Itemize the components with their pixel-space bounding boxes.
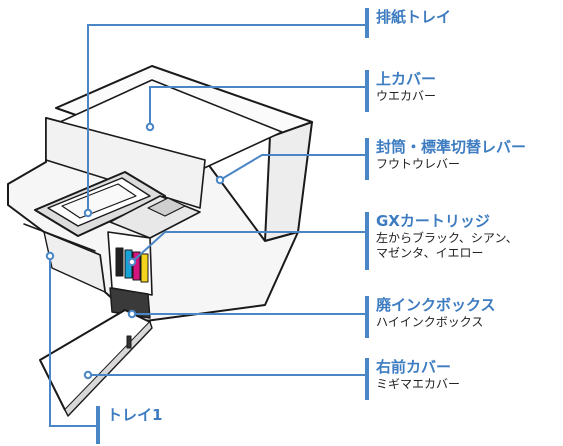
- leader-envelope-lever: [219, 154, 365, 181]
- label-paper-output-tray: 排紙トレイ: [376, 8, 452, 26]
- reading-top-cover: ウエカバー: [376, 89, 437, 103]
- label-tray1: トレイ1: [107, 406, 163, 424]
- dot-right-front-cover: [83, 370, 93, 380]
- dot-waste-ink-box: [127, 309, 137, 319]
- dot-tray1: [45, 251, 55, 261]
- callout-bar: [365, 70, 369, 112]
- cover-latch: [126, 335, 132, 349]
- label-gx-cartridge: GXカートリッジ: [376, 212, 490, 230]
- leader-paper-output-tray: [87, 24, 365, 213]
- control-panel-screen: [147, 197, 186, 217]
- dot-envelope-lever: [215, 175, 225, 185]
- leader-gx-cartridge: [131, 231, 365, 263]
- reading-right-front-cover: ミギマエカバー: [376, 377, 461, 391]
- leader-lines: [45, 24, 365, 427]
- desc-gx-cartridge-line1: 左からブラック、シアン、: [376, 231, 518, 245]
- callout-bar: [365, 358, 369, 400]
- right-front-cover-shape: [39, 309, 151, 411]
- label-right-front-cover: 右前カバー: [376, 358, 452, 376]
- label-top-cover: 上カバー: [376, 70, 437, 88]
- ink-cartridge-black: [115, 247, 124, 277]
- dot-paper-output-tray: [83, 208, 93, 218]
- printer-right-side: [264, 121, 313, 242]
- printer-front-bevel: [45, 117, 206, 209]
- dot-gx-cartridge: [127, 257, 137, 267]
- ink-cartridge-yellow: [140, 253, 149, 283]
- tray-extension-line: [23, 223, 96, 252]
- callout-bar: [365, 138, 369, 180]
- callout-bar: [365, 8, 369, 38]
- printer-illustration: [7, 65, 313, 417]
- reading-envelope-lever: フウトウレバー: [376, 157, 461, 171]
- callout-bar: [365, 296, 369, 338]
- leader-tray1: [49, 256, 96, 427]
- desc-gx-cartridge-line2: マゼンタ、イエロー: [376, 246, 484, 260]
- label-waste-ink-box: 廃インクボックス: [376, 296, 496, 314]
- callout-bar: [96, 406, 100, 444]
- label-envelope-lever: 封筒・標準切替レバー: [376, 138, 527, 156]
- dot-top-cover: [145, 122, 155, 132]
- waste-ink-box-shape: [109, 287, 151, 319]
- reading-waste-ink-box: ハイインクボックス: [376, 315, 484, 329]
- callout-bar: [365, 212, 369, 270]
- leader-top-cover: [149, 86, 365, 127]
- paper-stack: [61, 183, 137, 219]
